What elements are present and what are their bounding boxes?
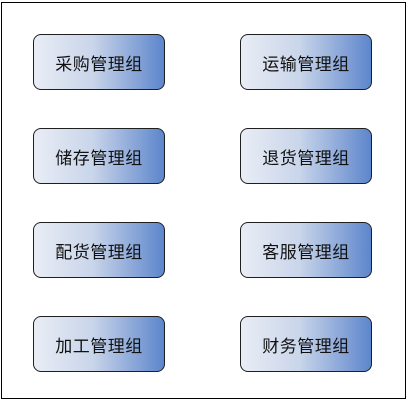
distribution-group-box: 配货管理组 bbox=[33, 222, 165, 278]
transport-group-label: 运输管理组 bbox=[262, 54, 350, 75]
returns-group-box: 退货管理组 bbox=[240, 128, 372, 184]
finance-group-box: 财务管理组 bbox=[240, 316, 372, 372]
finance-group-label: 财务管理组 bbox=[262, 336, 350, 357]
customer-service-group-label: 客服管理组 bbox=[262, 242, 350, 263]
customer-service-group-box: 客服管理组 bbox=[240, 222, 372, 278]
processing-group-label: 加工管理组 bbox=[55, 336, 143, 357]
procurement-group-box: 采购管理组 bbox=[33, 34, 165, 90]
returns-group-label: 退货管理组 bbox=[262, 148, 350, 169]
procurement-group-label: 采购管理组 bbox=[55, 54, 143, 75]
storage-group-label: 储存管理组 bbox=[55, 148, 143, 169]
transport-group-box: 运输管理组 bbox=[240, 34, 372, 90]
storage-group-box: 储存管理组 bbox=[33, 128, 165, 184]
processing-group-box: 加工管理组 bbox=[33, 316, 165, 372]
distribution-group-label: 配货管理组 bbox=[55, 242, 143, 263]
